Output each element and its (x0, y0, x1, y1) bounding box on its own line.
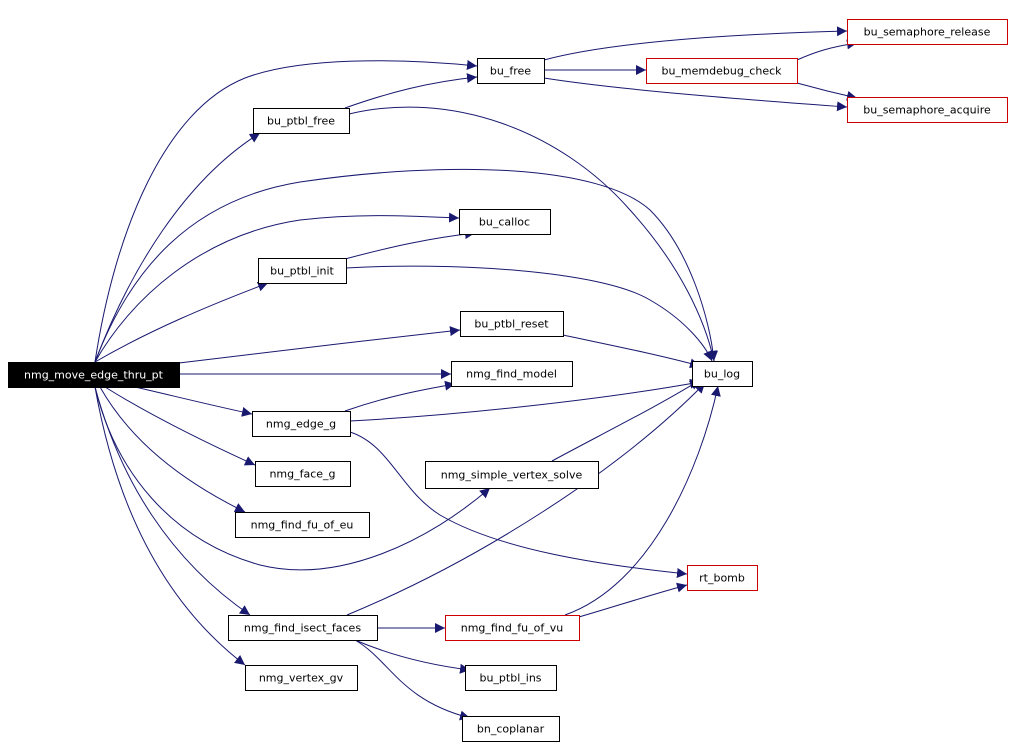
node-bn_coplanar[interactable]: bn_coplanar (462, 716, 560, 742)
node-label: bu_ptbl_init (270, 265, 334, 278)
node-label: bu_ptbl_free (267, 115, 335, 128)
edge-bu_free-to-bu_semaphore_release (543, 26, 848, 61)
node-box (847, 19, 1008, 45)
edge-bu_memdebug_check-to-bu_semaphore_acquire (796, 82, 858, 101)
node-box (425, 461, 599, 489)
edge-bu_ptbl_reset-to-bu_log (562, 334, 701, 369)
node-bu_ptbl_free[interactable]: bu_ptbl_free (253, 108, 350, 134)
node-box (847, 97, 1008, 123)
node-nmg_find_fu_of_eu[interactable]: nmg_find_fu_of_eu (235, 512, 370, 538)
node-box (228, 615, 378, 641)
node-nmg_find_model[interactable]: nmg_find_model (451, 361, 573, 387)
node-box (451, 361, 573, 387)
edge-bu_free-to-bu_semaphore_acquire (543, 77, 848, 112)
node-bu_calloc[interactable]: bu_calloc (459, 209, 551, 235)
node-nmg_find_fu_of_vu[interactable]: nmg_find_fu_of_vu (445, 615, 580, 641)
node-label: nmg_find_fu_of_vu (461, 622, 563, 635)
edge-nmg_move_edge_thru_pt-to-nmg_edge_g (134, 386, 253, 417)
node-nmg_move_edge_thru_pt[interactable]: nmg_move_edge_thru_pt (8, 362, 180, 388)
node-bu_memdebug_check[interactable]: bu_memdebug_check (646, 58, 798, 84)
node-label: nmg_find_isect_faces (244, 622, 361, 635)
edge-bu_ptbl_init-to-bu_calloc (344, 229, 476, 260)
node-label: bu_log (704, 368, 740, 381)
node-nmg_face_g[interactable]: nmg_face_g (255, 461, 351, 487)
node-box (692, 361, 753, 387)
edge-nmg_move_edge_thru_pt-to-bu_ptbl_init (94, 281, 269, 363)
node-box (252, 411, 351, 437)
node-label: nmg_vertex_gv (259, 672, 344, 685)
node-label: nmg_move_edge_thru_pt (24, 369, 164, 382)
edge-layer (94, 26, 858, 721)
node-box (445, 615, 580, 641)
node-box (477, 58, 545, 84)
edge-nmg_move_edge_thru_pt-to-bu_ptbl_free (94, 132, 261, 363)
edge-nmg_find_isect_faces-to-bu_log (346, 382, 706, 616)
node-box (253, 108, 350, 134)
node-bu_ptbl_ins[interactable]: bu_ptbl_ins (465, 665, 557, 691)
edge-bu_memdebug_check-to-bu_semaphore_release (796, 39, 858, 61)
edge-nmg_move_edge_thru_pt-to-bu_free (94, 59, 478, 363)
node-rt_bomb[interactable]: rt_bomb (687, 565, 758, 591)
node-nmg_find_isect_faces[interactable]: nmg_find_isect_faces (228, 615, 378, 641)
edge-nmg_edge_g-to-nmg_find_model (344, 380, 456, 412)
node-box (460, 311, 564, 337)
node-label: bn_coplanar (477, 723, 545, 736)
node-box (245, 665, 358, 691)
node-label: nmg_find_model (466, 368, 557, 381)
node-label: bu_free (490, 65, 531, 78)
edge-nmg_move_edge_thru_pt-to-bu_ptbl_reset (178, 326, 461, 364)
node-label: bu_ptbl_ins (479, 672, 541, 685)
edge-nmg_move_edge_thru_pt-to-nmg_face_g (104, 386, 256, 466)
node-bu_ptbl_reset[interactable]: bu_ptbl_reset (460, 311, 564, 337)
edge-bu_ptbl_free-to-bu_free (344, 73, 478, 109)
node-box (8, 362, 180, 388)
edge-nmg_simple_vertex_solve-to-bu_log (551, 379, 701, 462)
edge-nmg_move_edge_thru_pt-to-nmg_simple_vertex_solve (94, 386, 491, 571)
node-label: nmg_simple_vertex_solve (441, 469, 583, 482)
node-bu_semaphore_acquire[interactable]: bu_semaphore_acquire (847, 97, 1008, 123)
edge-nmg_find_fu_of_vu-to-rt_bomb (578, 582, 688, 618)
edge-nmg_move_edge_thru_pt-to-nmg_vertex_gv (94, 386, 246, 666)
edge-nmg_move_edge_thru_pt-to-nmg_find_isect_faces (94, 386, 251, 616)
node-label: nmg_find_fu_of_eu (251, 519, 354, 532)
edge-bu_ptbl_free-to-bu_log (348, 106, 717, 362)
node-nmg_vertex_gv[interactable]: nmg_vertex_gv (245, 665, 358, 691)
node-label: nmg_face_g (269, 468, 335, 481)
node-box (465, 665, 557, 691)
edge-nmg_find_isect_faces-to-bn_coplanar (354, 639, 471, 721)
edge-nmg_move_edge_thru_pt-to-bu_log (94, 168, 719, 363)
edge-nmg_find_isect_faces-to-bu_ptbl_ins (354, 639, 471, 674)
edge-nmg_move_edge_thru_pt-to-nmg_find_fu_of_eu (99, 386, 246, 513)
node-label: bu_semaphore_acquire (863, 104, 991, 117)
node-bu_log[interactable]: bu_log (692, 361, 753, 387)
node-box (258, 258, 347, 284)
node-label: bu_semaphore_release (864, 26, 991, 39)
node-label: bu_memdebug_check (661, 65, 782, 78)
edge-nmg_move_edge_thru_pt-to-bu_calloc (94, 212, 460, 363)
node-box (255, 461, 351, 487)
node-box (687, 565, 758, 591)
node-box (462, 716, 560, 742)
edge-bu_ptbl_init-to-bu_log (345, 265, 713, 362)
node-box (646, 58, 798, 84)
node-nmg_edge_g[interactable]: nmg_edge_g (252, 411, 351, 437)
node-box (235, 512, 370, 538)
edge-nmg_find_fu_of_vu-to-bu_log (564, 385, 721, 616)
edge-nmg_edge_g-to-bu_log (349, 378, 701, 422)
node-bu_free[interactable]: bu_free (477, 58, 545, 84)
edge-nmg_edge_g-to-rt_bomb (349, 431, 688, 578)
node-layer: nmg_move_edge_thru_pt bu_free bu_ptbl_free… (8, 19, 1008, 742)
node-bu_semaphore_release[interactable]: bu_semaphore_release (847, 19, 1008, 45)
node-bu_ptbl_init[interactable]: bu_ptbl_init (258, 258, 347, 284)
node-nmg_simple_vertex_solve[interactable]: nmg_simple_vertex_solve (425, 461, 599, 489)
node-label: rt_bomb (699, 572, 745, 585)
node-label: bu_calloc (479, 216, 530, 229)
node-box (459, 209, 551, 235)
node-label: bu_ptbl_reset (474, 318, 549, 331)
node-label: nmg_edge_g (266, 418, 336, 431)
